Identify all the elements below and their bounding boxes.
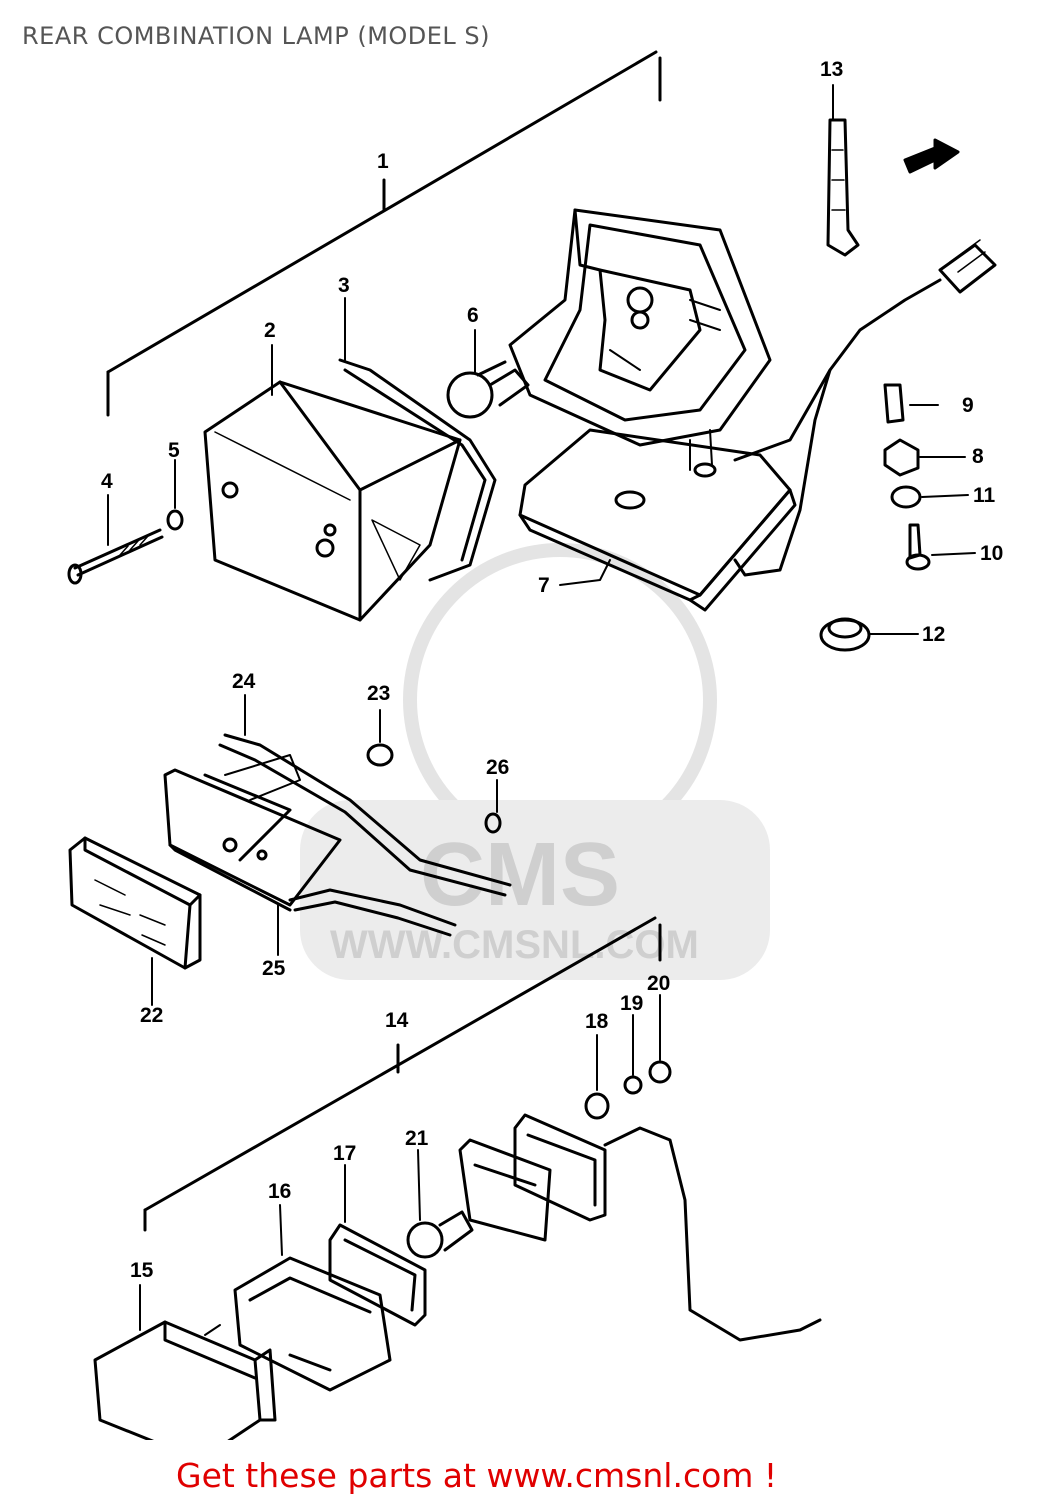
- callout-24: 24: [232, 670, 256, 693]
- license-wire: [603, 1126, 822, 1342]
- grommet-12: [819, 617, 871, 652]
- nut-26: [484, 812, 502, 834]
- page-title: REAR COMBINATION LAMP (MODEL S): [22, 22, 491, 50]
- spacer-9: [883, 383, 905, 424]
- callout-13: 13: [820, 58, 843, 81]
- callout-6: 6: [467, 304, 479, 327]
- callout-23: 23: [367, 682, 390, 705]
- callout-12: 12: [922, 623, 945, 646]
- nut-8: [883, 438, 920, 477]
- callout-8: 8: [972, 445, 984, 468]
- callout-20: 20: [647, 972, 670, 995]
- callout-7: 7: [538, 574, 550, 597]
- callout-14: 14: [385, 1009, 409, 1032]
- callout-22: 22: [140, 1004, 163, 1027]
- washer-23: [366, 743, 394, 767]
- footer-link[interactable]: Get these parts at www.cmsnl.com !: [176, 1456, 778, 1495]
- watermark-brand: CMS: [420, 825, 620, 925]
- washer-18: [584, 1092, 610, 1120]
- bulb-6: [446, 360, 530, 419]
- callouts: 1 2 3 4 5 6 7 8 9 10 11 12 13 14 15 16 1…: [101, 58, 1003, 1282]
- cover-16: [233, 1256, 392, 1392]
- callout-10: 10: [980, 542, 1003, 565]
- front-arrow-icon: [903, 138, 960, 174]
- screw-4: [67, 528, 164, 585]
- callout-26: 26: [486, 756, 509, 779]
- callout-2: 2: [264, 319, 276, 342]
- wiring-harness: [733, 239, 997, 577]
- lamp-housing: [508, 208, 772, 447]
- base-plate-7: [518, 428, 797, 612]
- lens-2: [203, 380, 462, 622]
- washer-5: [166, 509, 184, 531]
- reflector-22: [68, 836, 202, 970]
- lens-15: [93, 1320, 277, 1440]
- bracket-1: [106, 50, 662, 417]
- callout-1: 1: [377, 150, 389, 173]
- stay-24: [218, 733, 512, 937]
- gasket-17: [328, 1223, 427, 1327]
- callout-9: 9: [962, 394, 974, 417]
- callout-17: 17: [333, 1142, 356, 1165]
- bulb-21: [406, 1210, 474, 1259]
- callout-25: 25: [262, 957, 286, 980]
- license-socket: [458, 1113, 607, 1242]
- nut-20: [648, 1060, 672, 1084]
- callout-5: 5: [168, 439, 180, 462]
- washer-11: [890, 485, 922, 509]
- washer-19: [623, 1075, 643, 1095]
- leader-lines: [107, 84, 976, 1331]
- watermark-url: WWW.CMSNL.COM: [330, 923, 699, 967]
- callout-11: 11: [973, 484, 996, 507]
- parts-diagram: CMS WWW.CMSNL.COM: [67, 50, 1003, 1440]
- callout-19: 19: [620, 992, 643, 1015]
- callout-15: 15: [130, 1259, 154, 1282]
- reflector-bracket-25: [163, 754, 342, 912]
- bracket-13: [826, 118, 860, 257]
- gasket-3: [338, 358, 497, 582]
- watermark: CMS WWW.CMSNL.COM: [300, 543, 770, 980]
- callout-3: 3: [338, 274, 350, 297]
- callout-18: 18: [585, 1010, 609, 1033]
- bolt-10: [905, 523, 931, 571]
- callout-21: 21: [405, 1127, 429, 1150]
- callout-16: 16: [268, 1180, 291, 1203]
- bracket-14: [143, 916, 662, 1232]
- callout-4: 4: [101, 470, 113, 493]
